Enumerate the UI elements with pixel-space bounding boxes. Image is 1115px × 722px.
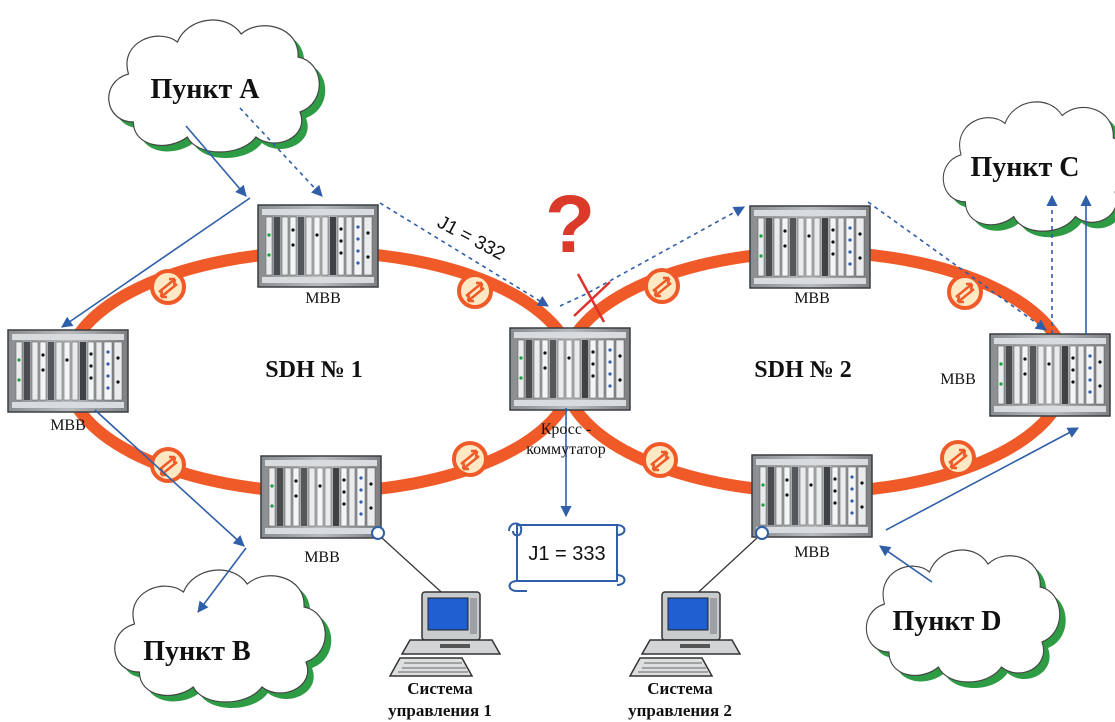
regenerator-icon — [452, 441, 488, 477]
mux-rack-ring2-right — [989, 333, 1111, 417]
node-label-ring2-top: МВВ — [794, 290, 830, 307]
traffic-arrows-dashed — [239, 107, 1058, 334]
mux-rack-ring1-top — [257, 204, 379, 288]
expected-trace-label: J1 = 333 — [528, 543, 605, 565]
sent-trace-label: J1 = 332 — [434, 212, 509, 265]
ring-1-title: SDH № 1 — [265, 357, 362, 383]
management-system-2-line1: Система — [647, 679, 713, 698]
cross-connect-label-line1: Кросс - — [541, 421, 592, 438]
node-label-ring1-top: МВВ — [305, 290, 341, 307]
regenerator-icon — [150, 269, 186, 305]
management-computer-1 — [389, 591, 501, 677]
broken-link-mark — [573, 273, 611, 323]
management-system-1-line1: Система — [407, 679, 473, 698]
management-port-1 — [371, 526, 385, 540]
node-label-ring1-left: МВВ — [50, 417, 86, 434]
regenerator-icon — [947, 274, 983, 310]
management-computer-2 — [629, 591, 741, 677]
point-b-label: Пункт В — [143, 636, 250, 667]
management-links — [381, 537, 758, 601]
regenerator-icon — [644, 268, 680, 304]
regenerator-icon — [940, 440, 976, 476]
mux-rack-ring2-bottom — [751, 454, 873, 538]
regenerator-icon — [457, 273, 493, 309]
node-label-ring1-bottom: МВВ — [304, 549, 340, 566]
traffic-arrows-solid — [61, 125, 1092, 613]
cross-connect-label-line2: коммутатор — [526, 441, 606, 458]
mux-rack-ring1-bottom — [260, 455, 382, 539]
ring-2-title: SDH № 2 — [754, 357, 851, 383]
point-c-label: Пункт С — [970, 152, 1079, 183]
management-system-1-line2: управления 1 — [388, 701, 492, 720]
mux-rack-ring2-top — [749, 205, 871, 289]
question-mark: ? — [545, 179, 595, 270]
management-port-2 — [755, 526, 769, 540]
cross-connect-rack — [509, 327, 631, 411]
mux-rack-ring1-left — [7, 329, 129, 413]
point-a-label: Пункт А — [150, 74, 260, 105]
management-system-2-line2: управления 2 — [628, 701, 732, 720]
node-label-ring2-bottom: МВВ — [794, 544, 830, 561]
node-label-ring2-right: МВВ — [940, 371, 976, 388]
point-d-label: Пункт D — [892, 606, 1001, 637]
regenerator-icon — [642, 442, 678, 478]
